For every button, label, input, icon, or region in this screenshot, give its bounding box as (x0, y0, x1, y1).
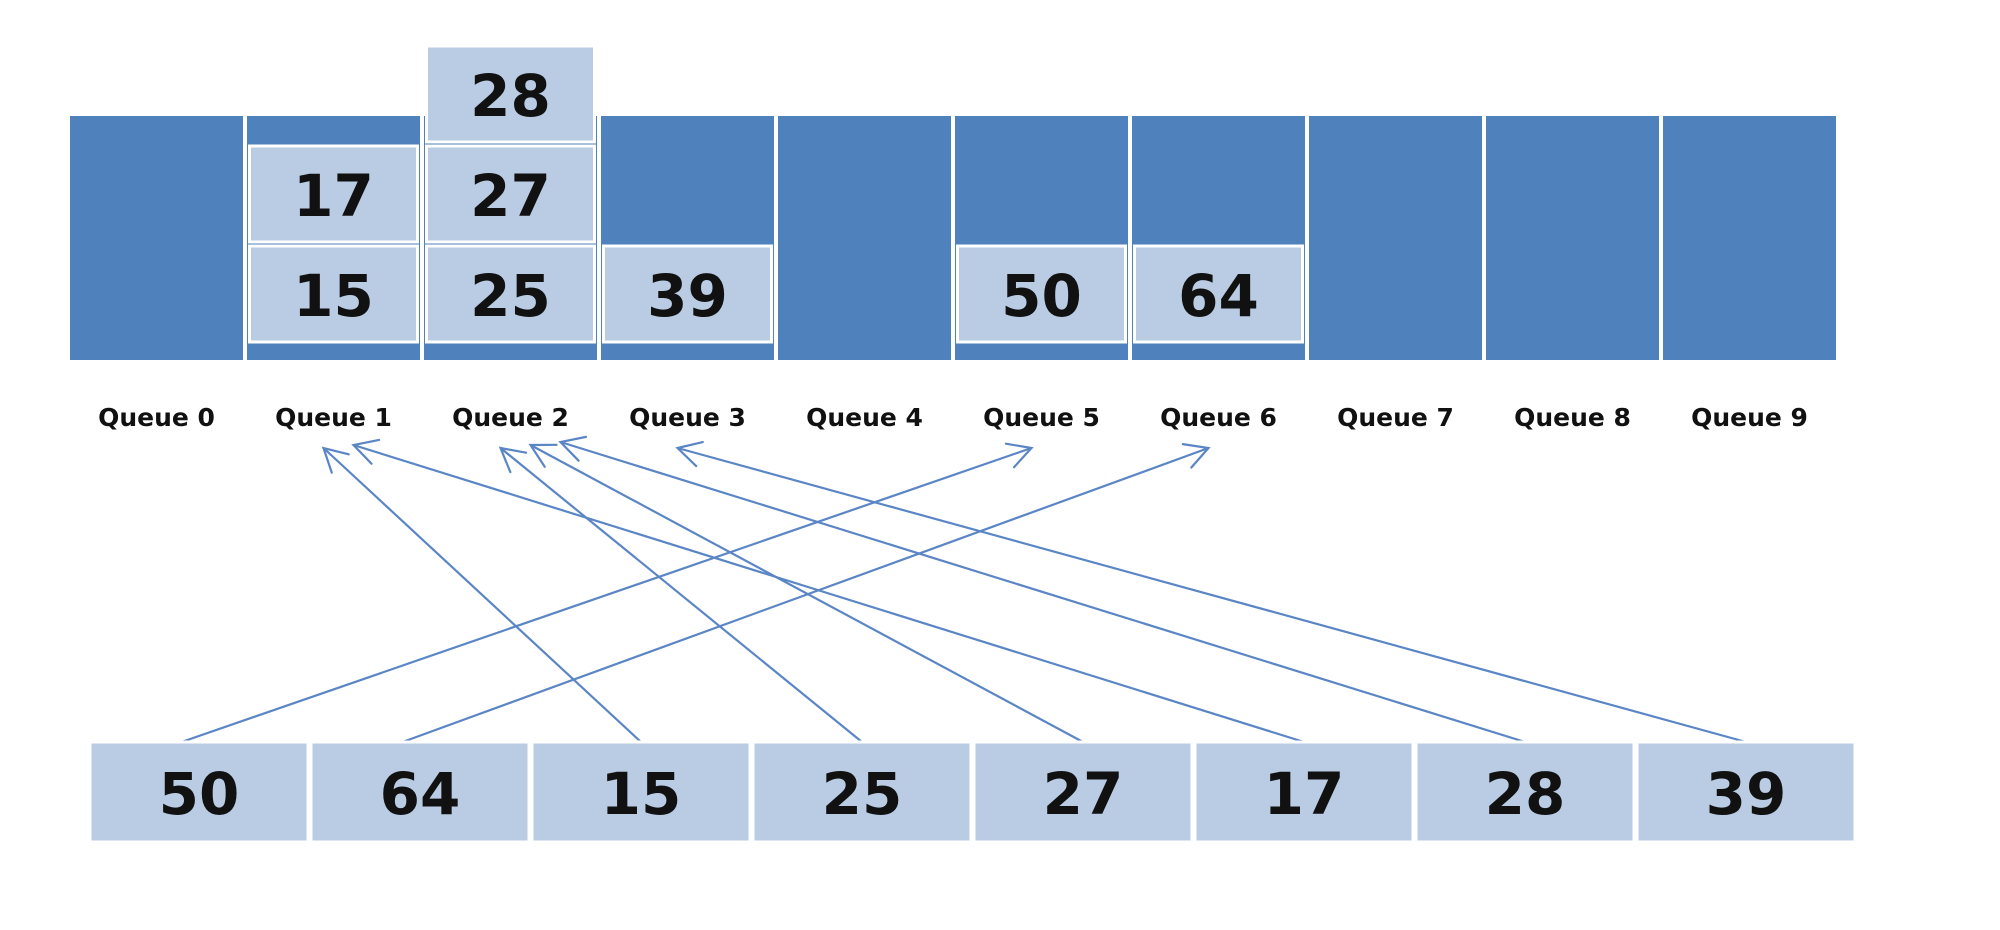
input-cell-5-value: 17 (1264, 760, 1345, 828)
queue-5-item-0 (956, 244, 1127, 344)
input-cell-1 (309, 740, 531, 844)
arrow-15-to-queue-1 (322, 447, 642, 743)
arrow-head-50 (1004, 442, 1034, 469)
input-cell-5 (1193, 740, 1415, 844)
queue-3-label: Queue 3 (629, 403, 746, 432)
queue-2-item-2-value: 28 (470, 62, 551, 130)
input-cell-6 (1414, 740, 1636, 844)
queue-1-item-1-value: 17 (293, 162, 374, 230)
queue-9-bucket (1663, 116, 1836, 360)
arrow-head-28 (558, 435, 588, 462)
queue-4-bucket (778, 116, 951, 360)
queue-2-item-1 (425, 144, 596, 244)
queue-5-item-0-value: 50 (1001, 262, 1082, 330)
input-cell-0 (88, 740, 310, 844)
input-cell-3 (751, 740, 973, 844)
arrow-25-to-queue-2 (499, 447, 863, 743)
arrow-head-64 (1181, 443, 1211, 469)
queue-2-item-0-value: 25 (470, 262, 551, 330)
queue-1-item-0 (248, 244, 419, 344)
input-cell-7 (1635, 740, 1857, 844)
input-cell-1-value: 64 (380, 760, 461, 828)
arrow-27-to-queue-2 (529, 444, 1084, 743)
queue-9-label: Queue 9 (1691, 403, 1808, 432)
queue-3-item-0-value: 39 (647, 262, 728, 330)
queue-labels: Queue 0 Queue 1 Queue 2 Queue 3 Queue 4 Queue… (98, 403, 1808, 432)
queue-1-item-0-value: 15 (293, 262, 374, 330)
queue-2-label: Queue 2 (452, 403, 569, 432)
input-cell-2-value: 15 (601, 760, 682, 828)
arrow-64-to-queue-6 (402, 446, 1209, 744)
input-cell-7-value: 39 (1706, 760, 1787, 828)
queue-7-bucket (1309, 116, 1482, 360)
input-cell-3-value: 25 (822, 760, 903, 828)
input-array: 50 64 15 25 27 17 28 39 (88, 740, 1857, 844)
arrow-head-27 (528, 443, 558, 468)
queue-items: 15 17 25 27 28 39 50 64 (248, 44, 1304, 344)
queue-8-bucket (1486, 116, 1659, 360)
queue-1-item-1 (248, 144, 419, 244)
input-cell-4-value: 27 (1043, 760, 1124, 828)
queue-6-item-0-value: 64 (1178, 262, 1259, 330)
arrow-head-25 (498, 446, 528, 474)
input-cell-0-value: 50 (159, 760, 240, 828)
input-cell-6-value: 28 (1485, 760, 1566, 828)
queue-2-item-1-value: 27 (470, 162, 551, 230)
queue-2-item-2 (425, 44, 596, 144)
queue-3-item-0 (602, 244, 773, 344)
arrow-28-to-queue-2 (560, 440, 1526, 744)
queue-8-label: Queue 8 (1514, 403, 1631, 432)
arrow-17-to-queue-1 (353, 443, 1305, 744)
input-cell-4 (972, 740, 1194, 844)
arrow-head-17 (351, 438, 381, 465)
arrow-head-39 (675, 440, 704, 468)
queue-0-bucket (70, 116, 243, 360)
arrow-head-15 (321, 446, 350, 474)
queue-2-item-0 (425, 244, 596, 344)
queue-4-label: Queue 4 (806, 403, 923, 432)
input-cell-2 (530, 740, 752, 844)
distribution-arrows (181, 435, 1747, 744)
queue-6-label: Queue 6 (1160, 403, 1277, 432)
queue-1-label: Queue 1 (275, 403, 392, 432)
queue-6-item-0 (1133, 244, 1304, 344)
arrow-39-to-queue-3 (677, 446, 1747, 744)
queue-0-label: Queue 0 (98, 403, 215, 432)
arrow-50-to-queue-5 (181, 446, 1032, 744)
queue-7-label: Queue 7 (1337, 403, 1454, 432)
queue-5-label: Queue 5 (983, 403, 1100, 432)
